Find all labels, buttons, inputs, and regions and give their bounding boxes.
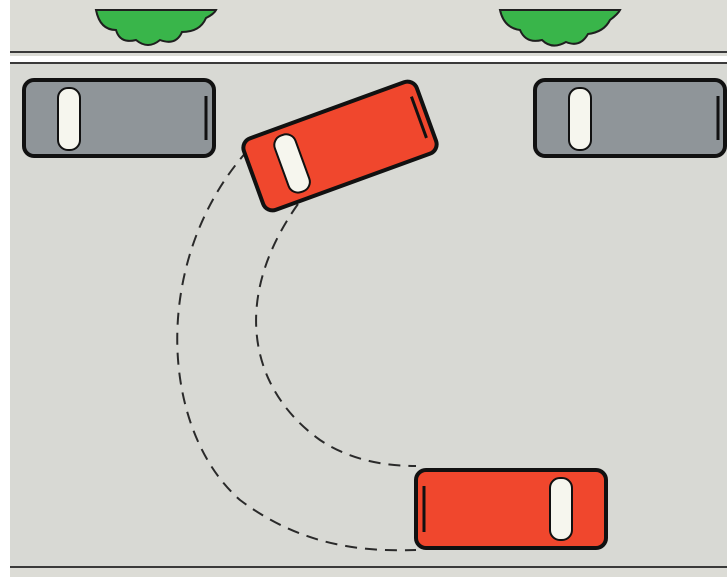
sidewalk-bottom [10, 568, 727, 577]
car-icon-turning-end [414, 468, 608, 550]
turning-path-outer [176, 149, 417, 552]
turning-path-inner [255, 203, 417, 467]
tree-icon [94, 9, 218, 46]
tree-icon [498, 9, 622, 47]
left-margin [0, 0, 10, 577]
car-icon [22, 78, 216, 158]
car-icon-turning-start [241, 79, 439, 213]
car-icon [533, 78, 727, 158]
